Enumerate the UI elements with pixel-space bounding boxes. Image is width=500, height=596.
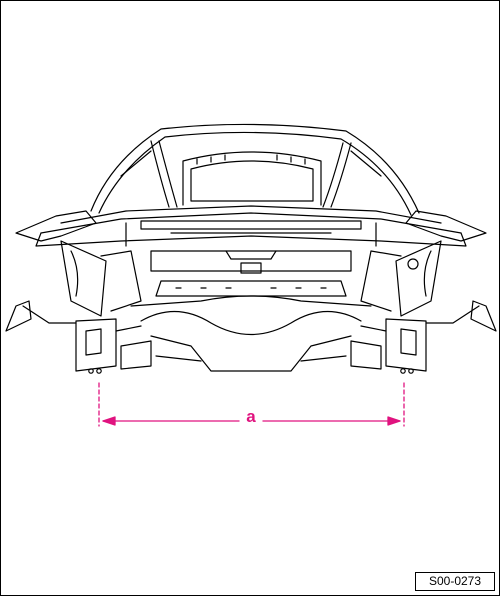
- right-suspension: [360, 300, 497, 374]
- windscreen-opening: [182, 151, 322, 206]
- left-suspension: [5, 300, 142, 374]
- roof-frame: [90, 123, 420, 216]
- dimension-line-a: [98, 382, 405, 427]
- right-fender-apron: [360, 210, 487, 317]
- dimension-label: a: [242, 407, 260, 427]
- left-fender-apron: [15, 210, 142, 317]
- figure-code: S00-0273: [415, 572, 495, 591]
- scuttle-panel: [35, 205, 467, 247]
- engine-bay: [120, 250, 382, 372]
